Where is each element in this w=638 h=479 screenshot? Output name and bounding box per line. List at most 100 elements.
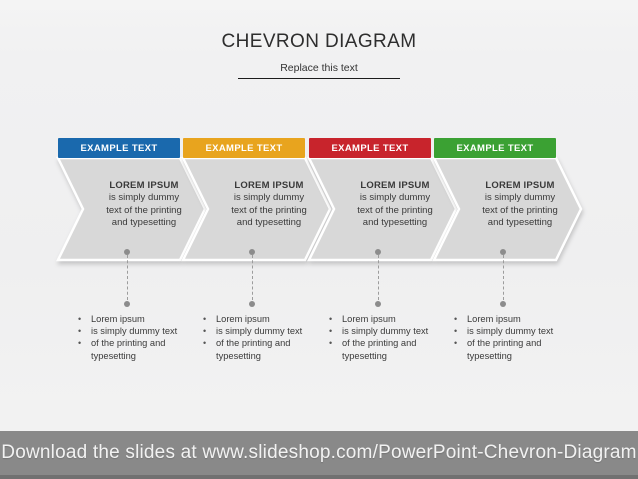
chevron-body-line: is simply dummy — [484, 192, 556, 204]
footer-download-text: Download the slides at www.slideshop.com… — [1, 441, 637, 463]
chevron-title: LOREM IPSUM — [485, 180, 555, 191]
connector-dot-bottom — [500, 301, 506, 307]
connector-dashed-line — [503, 255, 504, 300]
note-text: typesetting — [467, 350, 512, 361]
chevron-body-line: and typesetting — [487, 217, 553, 229]
bullet-marker: • — [454, 338, 458, 349]
chevron-body-line: text of the printing — [106, 204, 182, 216]
chevron-text-block: LOREM IPSUM is simply dummy text of the … — [82, 180, 206, 230]
bullet-spacer — [454, 350, 467, 362]
chevron-title: LOREM IPSUM — [109, 180, 179, 191]
chevron-text-block: LOREM IPSUM is simply dummy text of the … — [333, 180, 457, 230]
note-line: typesetting — [203, 350, 315, 362]
chevron-text-block: LOREM IPSUM is simply dummy text of the … — [458, 180, 582, 230]
chevron-text-block: LOREM IPSUM is simply dummy text of the … — [207, 180, 331, 230]
note-text: is simply dummy text — [91, 326, 178, 337]
connector-dashed-line — [252, 255, 253, 300]
chevron-body-line: text of the printing — [231, 204, 307, 216]
note-line: • is simply dummy text — [203, 325, 315, 337]
chevron-body-line: and typesetting — [111, 217, 177, 229]
note-line: • of the printing and — [203, 337, 315, 349]
footer-bar: Download the slides at www.slideshop.com… — [0, 431, 638, 479]
note-line: • is simply dummy text — [454, 325, 566, 337]
bullet-marker: • — [454, 326, 458, 337]
bullet-marker: • — [203, 338, 207, 349]
note-text: Lorem ipsum — [216, 314, 270, 324]
bullet-spacer — [203, 350, 216, 362]
connector-dot-top — [375, 249, 381, 255]
chevron-body-line: is simply dummy — [108, 192, 180, 204]
chevron-body-line: text of the printing — [357, 204, 433, 216]
chevron-title: LOREM IPSUM — [360, 180, 430, 191]
note-text: is simply dummy text — [467, 326, 554, 337]
note-line: • Lorem ipsum — [203, 313, 315, 325]
note-line: • is simply dummy text — [78, 325, 190, 337]
bullet-marker: • — [454, 314, 458, 324]
note-line: • of the printing and — [454, 337, 566, 349]
chevron-column: EXAMPLE TEXT LOREM IPSUM is simply dummy… — [307, 138, 461, 479]
note-line: • is simply dummy text — [329, 325, 441, 337]
chevron-body-line: is simply dummy — [359, 192, 431, 204]
example-text-header: EXAMPLE TEXT — [434, 138, 556, 158]
chevron-body-line: and typesetting — [362, 217, 428, 229]
example-text-header: EXAMPLE TEXT — [309, 138, 431, 158]
note-text: Lorem ipsum — [467, 314, 521, 324]
page-title: CHEVRON DIAGRAM — [221, 31, 417, 52]
bullet-marker: • — [329, 314, 333, 324]
note-line: • Lorem ipsum — [78, 313, 190, 325]
note-line: • Lorem ipsum — [329, 313, 441, 325]
note-text: typesetting — [91, 350, 136, 361]
note-line: typesetting — [78, 350, 190, 362]
chevron-arrow-shape — [432, 156, 583, 262]
connector-dot-top — [500, 249, 506, 255]
bullet-marker: • — [329, 338, 333, 349]
notes-list: • Lorem ipsum • is simply dummy text •of t… — [329, 313, 441, 362]
note-line: •of the printing and — [78, 337, 190, 349]
note-line: •of the printing and — [329, 337, 441, 349]
connector-dashed-line — [378, 255, 379, 300]
bullet-spacer — [78, 350, 91, 362]
connector-dashed-line — [127, 255, 128, 300]
notes-list: • Lorem ipsum • is simply dummy text • of t… — [454, 313, 566, 362]
chevron-column: EXAMPLE TEXT LOREM IPSUM is simply dummy… — [181, 138, 335, 479]
bullet-marker: • — [329, 326, 333, 337]
note-text: Lorem ipsum — [91, 314, 145, 324]
chevron-column: EXAMPLE TEXT LOREM IPSUM is simply dummy… — [56, 138, 210, 479]
notes-list: • Lorem ipsum • is simply dummy text •of t… — [78, 313, 190, 362]
note-text: of the printing and — [91, 338, 166, 349]
subtitle-underline — [238, 78, 400, 79]
note-line: typesetting — [454, 350, 566, 362]
connector-dot-top — [249, 249, 255, 255]
example-text-header: EXAMPLE TEXT — [183, 138, 305, 158]
bullet-spacer — [329, 350, 342, 362]
connector-dot-bottom — [249, 301, 255, 307]
note-text: is simply dummy text — [342, 326, 429, 337]
note-text: of the printing and — [216, 338, 291, 349]
notes-list: • Lorem ipsum • is simply dummy text • of t… — [203, 313, 315, 362]
bullet-marker: • — [203, 326, 207, 337]
chevron-body-line: text of the printing — [482, 204, 558, 216]
chevron-arrow-shape — [56, 156, 207, 262]
connector-dot-bottom — [124, 301, 130, 307]
chevron-body-line: is simply dummy — [233, 192, 305, 204]
example-text-header: EXAMPLE TEXT — [58, 138, 180, 158]
bullet-marker: • — [78, 326, 82, 337]
note-text: of the printing and — [467, 338, 542, 349]
chevron-body-line: and typesetting — [236, 217, 302, 229]
bullet-marker: • — [203, 314, 207, 324]
bullet-marker: • — [78, 314, 82, 324]
connector-dot-top — [124, 249, 130, 255]
chevron-title: LOREM IPSUM — [234, 180, 304, 191]
note-text: is simply dummy text — [216, 326, 303, 337]
chevron-column: EXAMPLE TEXT LOREM IPSUM is simply dummy… — [432, 138, 586, 479]
note-text: typesetting — [216, 350, 261, 361]
note-text: Lorem ipsum — [342, 314, 396, 324]
connector-dot-bottom — [375, 301, 381, 307]
note-text: typesetting — [342, 350, 387, 361]
note-line: typesetting — [329, 350, 441, 362]
note-line: • Lorem ipsum — [454, 313, 566, 325]
chevron-arrow-shape — [307, 156, 458, 262]
chevron-arrow-shape — [181, 156, 332, 262]
subtitle-text: Replace this text — [280, 62, 358, 74]
